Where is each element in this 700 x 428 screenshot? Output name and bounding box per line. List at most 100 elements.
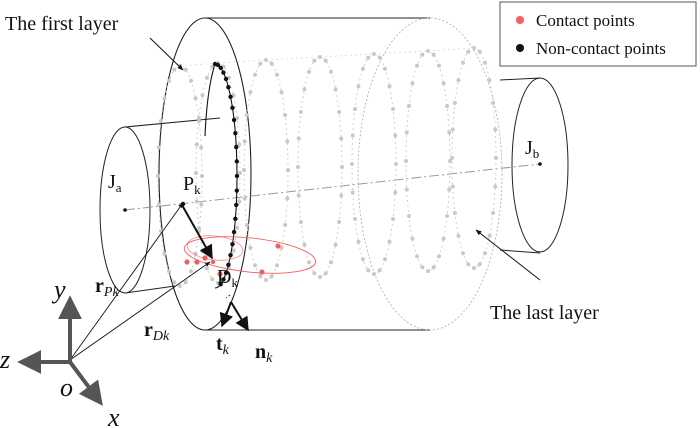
legend-noncontact-swatch bbox=[516, 44, 524, 52]
ghost-coil-point bbox=[329, 69, 333, 74]
drum-body bbox=[158, 17, 503, 331]
ghost-coil-point bbox=[441, 81, 446, 86]
ghost-coil-point bbox=[477, 49, 482, 54]
ghost-coil-point bbox=[452, 101, 457, 105]
ghost-coil-point bbox=[156, 202, 161, 207]
ghost-coil-point bbox=[258, 274, 263, 279]
ghost-coil-point bbox=[244, 113, 249, 117]
origin-label: o bbox=[60, 373, 73, 402]
legend-noncontact-label: Non-contact points bbox=[536, 39, 666, 58]
ghost-coil-point bbox=[391, 217, 396, 221]
ghost-helix-line bbox=[217, 59, 267, 64]
ghost-coil-point bbox=[448, 159, 452, 163]
ghost-coil-point bbox=[366, 55, 371, 60]
ghost-coil-point bbox=[298, 110, 303, 114]
noncontact-point bbox=[215, 62, 221, 68]
ghost-coil-point bbox=[337, 220, 342, 224]
noncontact-point bbox=[223, 270, 229, 276]
ghost-coil-point bbox=[244, 223, 249, 227]
ghost-coil-point bbox=[393, 190, 398, 195]
legend: Contact points Non-contact points bbox=[499, 1, 697, 67]
ghost-coil-point bbox=[406, 104, 411, 108]
noncontact-point bbox=[218, 281, 223, 287]
ghost-coil-point bbox=[162, 96, 167, 101]
ghost-coil-point bbox=[356, 239, 361, 244]
ghost-coil-point bbox=[387, 239, 392, 244]
ghost-coil-point bbox=[447, 130, 452, 135]
ghost-coil-point bbox=[312, 58, 317, 63]
ghost-coil-point bbox=[248, 245, 253, 250]
ghost-coil-point bbox=[242, 196, 247, 201]
contact-point bbox=[194, 259, 200, 265]
last-layer-leader bbox=[475, 229, 541, 281]
ghost-coil-point bbox=[493, 184, 498, 189]
noncontact-point bbox=[221, 70, 226, 75]
tangent-normal-vectors bbox=[219, 294, 249, 332]
ghost-coil-point bbox=[452, 211, 457, 215]
ghost-coil-point bbox=[286, 168, 290, 172]
ghost-coil-point bbox=[410, 236, 415, 241]
ghost-coil-point bbox=[253, 263, 257, 268]
contact-point bbox=[275, 243, 281, 249]
ghost-coil-point bbox=[339, 136, 344, 141]
ghost-coil-point bbox=[333, 242, 338, 247]
contact-point bbox=[217, 271, 223, 277]
ghost-coil-point bbox=[279, 90, 284, 95]
ghost-coil-point bbox=[361, 257, 365, 262]
ghost-coil-point bbox=[285, 139, 290, 144]
last-layer-label: The last layer bbox=[490, 302, 599, 324]
ghost-coil-point bbox=[445, 104, 450, 108]
ghost-coil-point bbox=[431, 52, 436, 57]
contact-points bbox=[184, 243, 281, 277]
ghost-coil-point bbox=[194, 171, 198, 175]
ghost-helix-line bbox=[373, 50, 429, 55]
ghost-coil-point bbox=[269, 274, 274, 279]
ghost-coil-point bbox=[200, 248, 205, 253]
ghost-coil-point bbox=[352, 217, 357, 221]
contact-point bbox=[202, 255, 208, 261]
ghost-coil-point bbox=[189, 269, 193, 274]
z-axis-label: z bbox=[0, 345, 10, 374]
first-layer-coil bbox=[204, 61, 240, 289]
ghost-coil-point bbox=[415, 63, 419, 68]
ghost-coil-point bbox=[456, 233, 461, 238]
ghost-coil-point bbox=[200, 174, 204, 178]
ghost-coil-point bbox=[383, 66, 387, 71]
ghost-coil-point bbox=[196, 226, 201, 230]
ghost-coil-point bbox=[296, 193, 301, 198]
ghost-coil-point bbox=[483, 251, 487, 256]
ghost-coil-point bbox=[210, 277, 215, 282]
noncontact-point bbox=[218, 65, 223, 71]
ghost-coil-point bbox=[275, 263, 279, 268]
Jb-center-dot bbox=[538, 162, 542, 166]
noncontact-point bbox=[230, 241, 235, 247]
noncontact-point bbox=[234, 188, 240, 193]
ghost-coil-point bbox=[393, 133, 398, 138]
ghost-coil-point bbox=[196, 116, 201, 120]
ghost-coil-point bbox=[404, 187, 409, 192]
ghost-coil-point bbox=[323, 58, 328, 63]
ghost-coil-point bbox=[283, 113, 288, 117]
ghost-coil-point bbox=[235, 116, 240, 120]
ghost-coil-point bbox=[466, 49, 471, 54]
ghost-coil-point bbox=[193, 96, 198, 101]
ghost-coil-point bbox=[235, 226, 240, 230]
contact-point bbox=[184, 259, 190, 265]
ghost-coil-point bbox=[491, 211, 496, 215]
ghost-coil-point bbox=[158, 119, 163, 123]
ghost-coil-point bbox=[410, 81, 415, 86]
Ja-label: Ja bbox=[108, 171, 122, 195]
Pk-label: Pk bbox=[183, 173, 201, 197]
ghost-coil-point bbox=[494, 156, 498, 160]
ghost-coil-point bbox=[441, 236, 446, 241]
ghost-coil-point bbox=[461, 251, 465, 256]
ghost-coil-point bbox=[253, 72, 257, 77]
ghost-coil-point bbox=[242, 168, 246, 172]
ghost-coil-point bbox=[420, 265, 425, 270]
Pk-point bbox=[180, 201, 186, 207]
ghost-coil-point bbox=[377, 55, 382, 60]
ghost-coil-point bbox=[231, 248, 236, 253]
noncontact-point bbox=[234, 159, 240, 164]
